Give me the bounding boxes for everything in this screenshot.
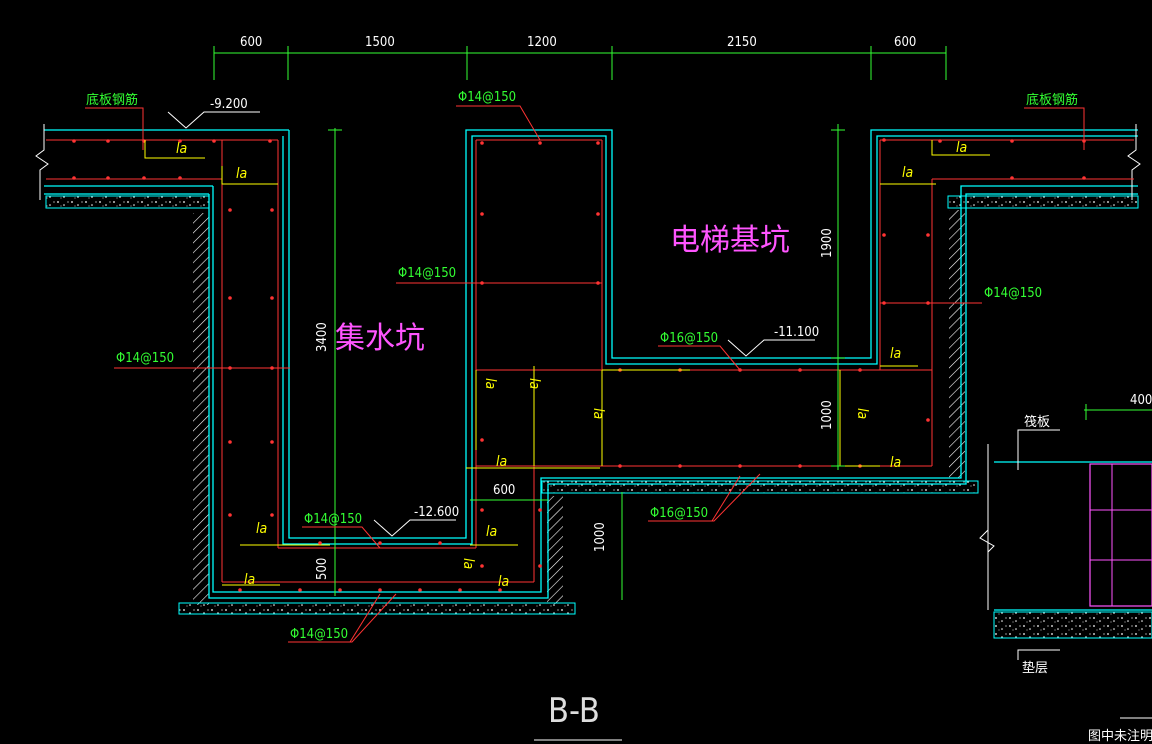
dim-1000-right: 1000 [820,400,835,430]
soil-hatch-step [547,496,563,604]
anchor-la-10: la [956,140,967,156]
anchor-la-11: la [902,165,913,181]
dim-600-step: 600 [493,483,515,498]
soil-hatch-left [193,213,209,605]
elev-elevator-bottom: -11.100 [774,325,819,340]
soil-hatch-right [949,210,965,478]
anchor-la-16: la [460,558,476,569]
section-title: B-B [548,691,600,731]
dim-top-3: 1200 [527,35,557,50]
break-marks [35,124,1141,200]
dim-1000-step: 1000 [593,522,608,552]
detail-dim-400: 400 [1130,393,1152,408]
label-rebar-left-wall: Φ14@150 [116,351,174,366]
detail-note: 图中未注明的 [1088,728,1152,744]
label-rebar-elevator-slab: Φ16@150 [660,331,718,346]
anchor-la-5: la [486,524,497,540]
elev-sump-bottom: -12.600 [414,505,459,520]
anchor-la-4: la [244,572,255,588]
rebar-dots [72,138,1086,592]
anchor-la-6: la [498,574,509,590]
label-bottom-steel-left: 底板钢筋 [86,92,138,108]
anchor-la-9: la [890,455,901,471]
anchor-la-13: la [526,378,542,389]
structure-outline [44,129,1138,599]
label-rebar-mid-wall: Φ14@150 [398,266,456,281]
anchor-la-1: la [176,141,187,157]
label-rebar-top-mid: Φ14@150 [458,90,516,105]
elev-top-slab: -9.200 [210,97,248,112]
detail-raft-label: 筏板 [1024,414,1050,430]
label-rebar-right-wall: Φ14@150 [984,286,1042,301]
label-rebar-sump-slab: Φ14@150 [304,512,362,527]
dim-top-1: 600 [240,35,262,50]
dim-3400: 3400 [315,322,330,352]
anchor-la-12: la [482,378,498,389]
label-sump-pit: 集水坑 [335,321,425,356]
vertical-dimensions [328,124,845,600]
dim-1900: 1900 [820,228,835,258]
top-dimension-chain [213,46,947,80]
anchor-la-15: la [854,408,870,419]
label-rebar-elevator-bottom: Φ16@150 [650,506,708,521]
anchor-la-3: la [256,521,267,537]
dim-top-5: 600 [894,35,916,50]
label-bottom-steel-right: 底板钢筋 [1026,92,1078,108]
cushion-layers [45,195,1139,615]
rebar-lines [46,139,1134,583]
label-rebar-sump-bottom: Φ14@150 [290,627,348,642]
anchor-la-2: la [236,166,247,182]
rebar-leaders [85,105,1085,643]
elevation-symbols [167,111,815,537]
dim-500: 500 [315,558,330,580]
anchorage-lines [144,140,990,586]
anchor-la-7: la [496,454,507,470]
label-elevator-pit: 电梯基坑 [670,223,790,258]
detail-partial [979,404,1152,719]
anchor-la-14: la [590,408,606,419]
dim-top-2: 1500 [365,35,395,50]
anchor-la-8: la [890,346,901,362]
detail-cushion-label: 垫层 [1022,660,1048,676]
dim-top-4: 2150 [727,35,757,50]
